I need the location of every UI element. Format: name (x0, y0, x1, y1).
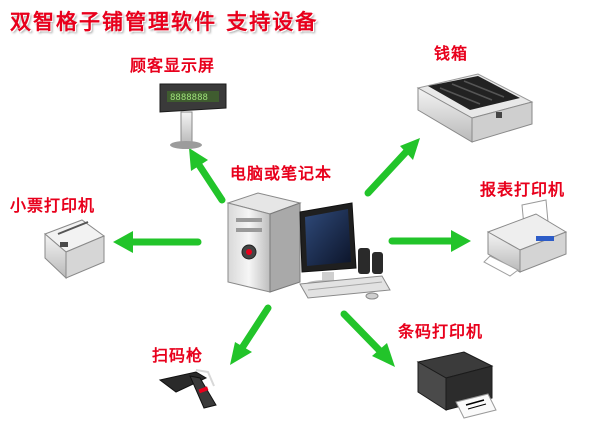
label-receipt-printer: 小票打印机 (10, 196, 96, 215)
label-customer-display: 顾客显示屏 (130, 56, 216, 75)
svg-text:8888888: 8888888 (170, 93, 208, 103)
label-label-printer: 条码打印机 (398, 322, 484, 341)
customer-display-icon: 8888888 (159, 83, 227, 149)
receipt-printer-icon (44, 219, 106, 280)
arrow-to-report-printer (388, 230, 471, 252)
center-label: 电脑或笔记本 (230, 164, 333, 183)
cash-drawer-icon (416, 73, 534, 143)
label-report-printer: 报表打印机 (480, 180, 566, 199)
arrow-to-label-printer (340, 310, 395, 367)
arrow-to-scanner (230, 304, 272, 365)
diagram-title: 双智格子铺管理软件 支持设备 (10, 10, 319, 34)
arrow-to-receipt-printer (113, 231, 202, 253)
label-cash-drawer: 钱箱 (434, 44, 469, 63)
desktop-computer-icon (226, 192, 391, 300)
arrow-to-customer-display (189, 148, 226, 204)
inkjet-printer-icon (483, 199, 568, 277)
barcode-scanner-icon (158, 369, 217, 409)
label-printer-icon (416, 351, 497, 419)
label-scanner: 扫码枪 (152, 346, 204, 365)
arrow-to-cash-drawer (364, 138, 420, 197)
